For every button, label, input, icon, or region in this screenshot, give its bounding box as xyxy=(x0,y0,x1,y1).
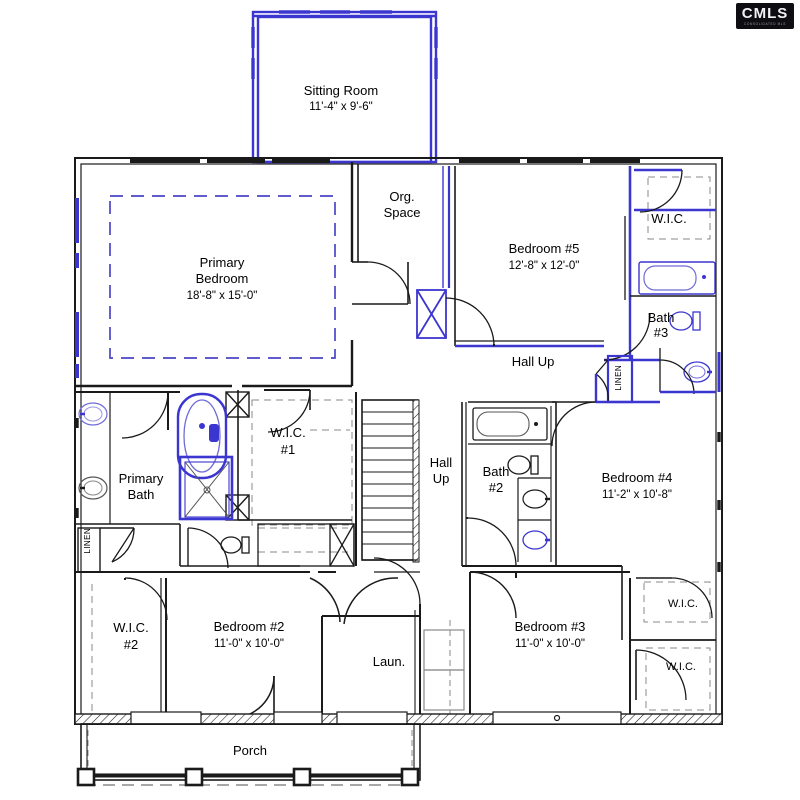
laundry xyxy=(321,557,465,718)
sitting-room-windows xyxy=(251,10,438,79)
sitting-room-walls xyxy=(251,10,438,164)
bedroom4-walls xyxy=(461,402,623,640)
linen-primary xyxy=(77,527,135,573)
wic-bed5 xyxy=(634,168,716,240)
hall-walls xyxy=(551,374,660,447)
org-closet-bifold xyxy=(416,289,447,339)
wic-bed3-group xyxy=(629,577,716,718)
lower-partitions xyxy=(75,571,399,719)
primary-bedroom-tray xyxy=(109,195,336,359)
wall-layer xyxy=(74,10,723,787)
wic1 xyxy=(225,389,353,526)
cmls-brand-text: CMLS xyxy=(741,5,789,22)
org-space-walls xyxy=(352,164,451,305)
bottom-exterior xyxy=(74,711,723,725)
porch-columns xyxy=(76,767,420,787)
porch-structure xyxy=(76,723,421,787)
primary-bath xyxy=(75,391,234,525)
bath3 xyxy=(603,261,716,395)
linen-hall xyxy=(595,354,634,404)
stairs xyxy=(355,392,420,566)
bedroom3-walls xyxy=(469,571,630,718)
primary-water-closet xyxy=(179,523,355,569)
cmls-tagline-text: CONSOLIDATED MLS xyxy=(744,22,786,26)
bedroom5-walls xyxy=(454,166,632,348)
bath2 xyxy=(466,401,557,567)
cmls-watermark-logo: CMLS CONSOLIDATED MLS xyxy=(736,3,794,29)
